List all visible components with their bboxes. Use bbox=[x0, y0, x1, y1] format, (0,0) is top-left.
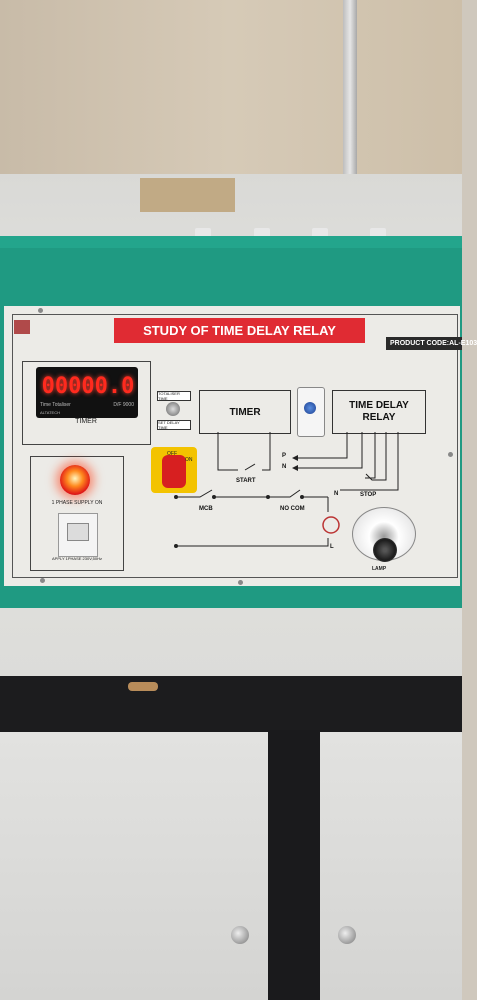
timer-readout: 00000.0 bbox=[41, 373, 135, 399]
power-supply-section bbox=[30, 456, 124, 571]
label-mcb: MCB bbox=[199, 506, 213, 512]
timer-caption-right: D/F 9000 bbox=[113, 402, 134, 408]
toggle-bottom-label: SET DELAY TIME bbox=[157, 420, 191, 430]
panel-screw bbox=[38, 308, 43, 313]
mcb-lever[interactable] bbox=[67, 523, 89, 541]
panel-border bbox=[12, 314, 458, 578]
power-indicator-lamp bbox=[60, 465, 90, 495]
timer-display bbox=[36, 367, 138, 418]
wall bbox=[0, 0, 462, 180]
timer-display-captions: Time Totaliser D/F 9000 bbox=[40, 402, 134, 414]
label-n-upper: N bbox=[282, 464, 287, 470]
power-lamp-label: 1 PHASE SUPPLY ON bbox=[51, 500, 103, 506]
diagram-timer-box: TIMER bbox=[199, 390, 291, 434]
rotary-on-label: ON bbox=[185, 457, 193, 463]
label-no-com: NO COM bbox=[280, 506, 305, 512]
mode-toggle-switch[interactable] bbox=[166, 402, 180, 416]
lamp-symbol bbox=[322, 516, 340, 534]
panel-title: STUDY OF TIME DELAY RELAY bbox=[114, 318, 365, 343]
label-start: START bbox=[236, 478, 256, 484]
cabinet-door-right bbox=[320, 732, 462, 1000]
label-n-lower: N bbox=[334, 491, 339, 497]
label-p: P bbox=[282, 453, 287, 459]
bench-chip bbox=[128, 682, 158, 691]
diagram-tdr-box: TIME DELAY RELAY bbox=[332, 390, 426, 434]
tdr-line-1: TIME DELAY bbox=[349, 400, 409, 411]
lamp-label: LAMP bbox=[372, 566, 387, 572]
panel-screw bbox=[238, 580, 243, 585]
product-code: PRODUCT CODE:AL-E103 bbox=[386, 337, 477, 350]
rotary-off-label: OFF bbox=[167, 451, 177, 457]
wall-pipe bbox=[343, 0, 357, 180]
cabinet-door-left bbox=[0, 732, 268, 1000]
relay-dial-knob[interactable] bbox=[304, 402, 316, 414]
panel-screw bbox=[448, 452, 453, 457]
rotary-switch-handle[interactable] bbox=[162, 455, 186, 488]
timer-label: TIMER bbox=[75, 418, 97, 425]
tape-marks bbox=[140, 178, 235, 212]
bench-edge bbox=[0, 676, 462, 732]
lamp-bulb bbox=[373, 538, 397, 562]
timer-section bbox=[22, 361, 151, 445]
tdr-line-2: RELAY bbox=[362, 412, 396, 423]
brand-logo bbox=[14, 320, 30, 334]
label-stop: STOP bbox=[360, 492, 377, 498]
timer-brand: ALTATECH bbox=[40, 410, 61, 415]
wiring-schematic bbox=[174, 432, 399, 548]
toggle-top-label: TOTALISER TIME bbox=[157, 391, 191, 401]
door-knob-right[interactable] bbox=[338, 926, 356, 944]
door-knob-left[interactable] bbox=[231, 926, 249, 944]
timer-caption-left: Time Totaliser bbox=[40, 402, 71, 408]
apply-supply-label: APPLY 1PHASE 230V,50Hz bbox=[52, 556, 102, 561]
panel-screw bbox=[40, 578, 45, 583]
label-l: L bbox=[330, 544, 334, 550]
